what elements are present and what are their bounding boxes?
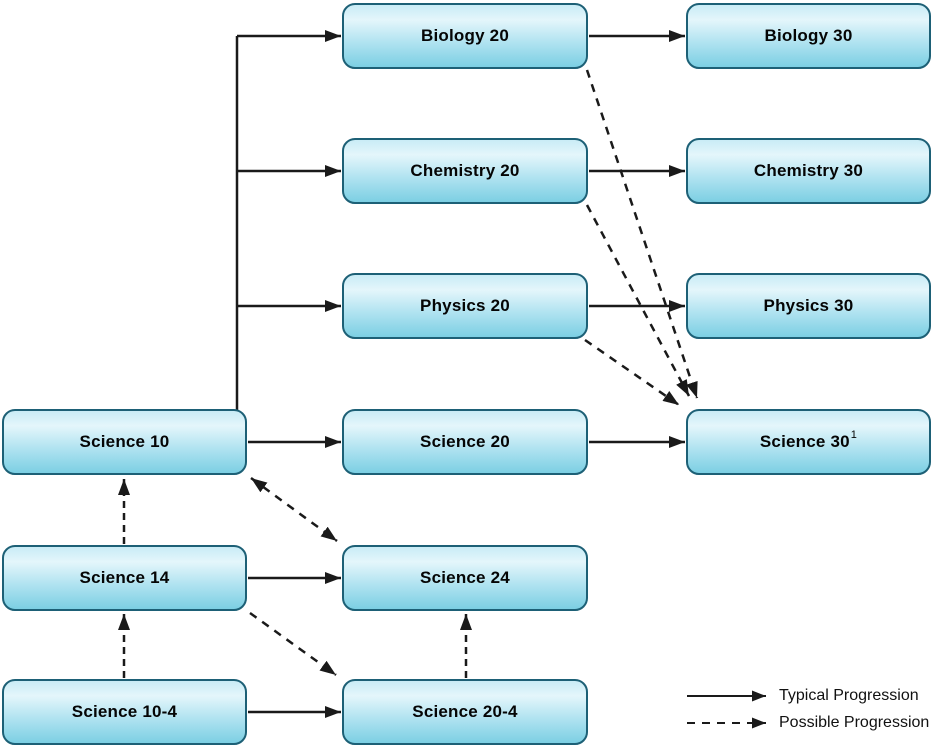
node-label: Science 20-4 [412, 702, 518, 721]
node-science-20: Science 20 [342, 409, 588, 475]
node-science-10-4: Science 10-4 [2, 679, 247, 745]
node-label: Physics 20 [420, 296, 510, 315]
footnote-marker: 1 [850, 429, 858, 441]
legend-row-typical: Typical Progression [686, 685, 929, 707]
node-science-14: Science 14 [2, 545, 247, 611]
node-biology-20: Biology 20 [342, 3, 588, 69]
legend-label-typical: Typical Progression [779, 687, 919, 704]
legend-row-possible: Possible Progression [686, 712, 929, 734]
node-label: Chemistry 30 [753, 161, 864, 180]
node-label: Science 20 [420, 432, 510, 451]
node-label: Science 10-4 [71, 702, 178, 721]
arrow-science10-science24-bidirectional [250, 476, 338, 543]
node-biology-30: Biology 30 [686, 3, 931, 69]
node-science-20-4: Science 20-4 [342, 679, 588, 745]
node-label: Biology 20 [421, 26, 509, 45]
node-label: Biology 30 [764, 26, 853, 45]
typical-progression-arrow-sample [687, 690, 766, 702]
node-label: Science 10 [79, 432, 170, 451]
node-label: Chemistry 20 [410, 161, 520, 180]
arrow-biology20-to-science30 [585, 69, 699, 399]
node-chemistry-20: Chemistry 20 [342, 138, 588, 204]
possible-progression-arrow-sample [687, 717, 766, 729]
legend: Typical Progression Possible Progression [686, 685, 929, 739]
node-label: Science 24 [420, 568, 510, 587]
arrow-chemistry20-to-science30 [585, 204, 691, 397]
node-physics-20: Physics 20 [342, 273, 588, 339]
node-label: Science 14 [79, 568, 170, 587]
legend-label-possible: Possible Progression [779, 714, 930, 731]
arrow-science14-to-science20-4 [249, 611, 337, 677]
node-physics-30: Physics 30 [686, 273, 931, 339]
arrow-physics20-to-science30 [584, 338, 680, 407]
node-science-24: Science 24 [342, 545, 588, 611]
node-label: Science 30 [759, 432, 850, 451]
node-chemistry-30: Chemistry 30 [686, 138, 931, 204]
node-label: Physics 30 [763, 296, 854, 315]
node-science-10: Science 10 [2, 409, 247, 475]
